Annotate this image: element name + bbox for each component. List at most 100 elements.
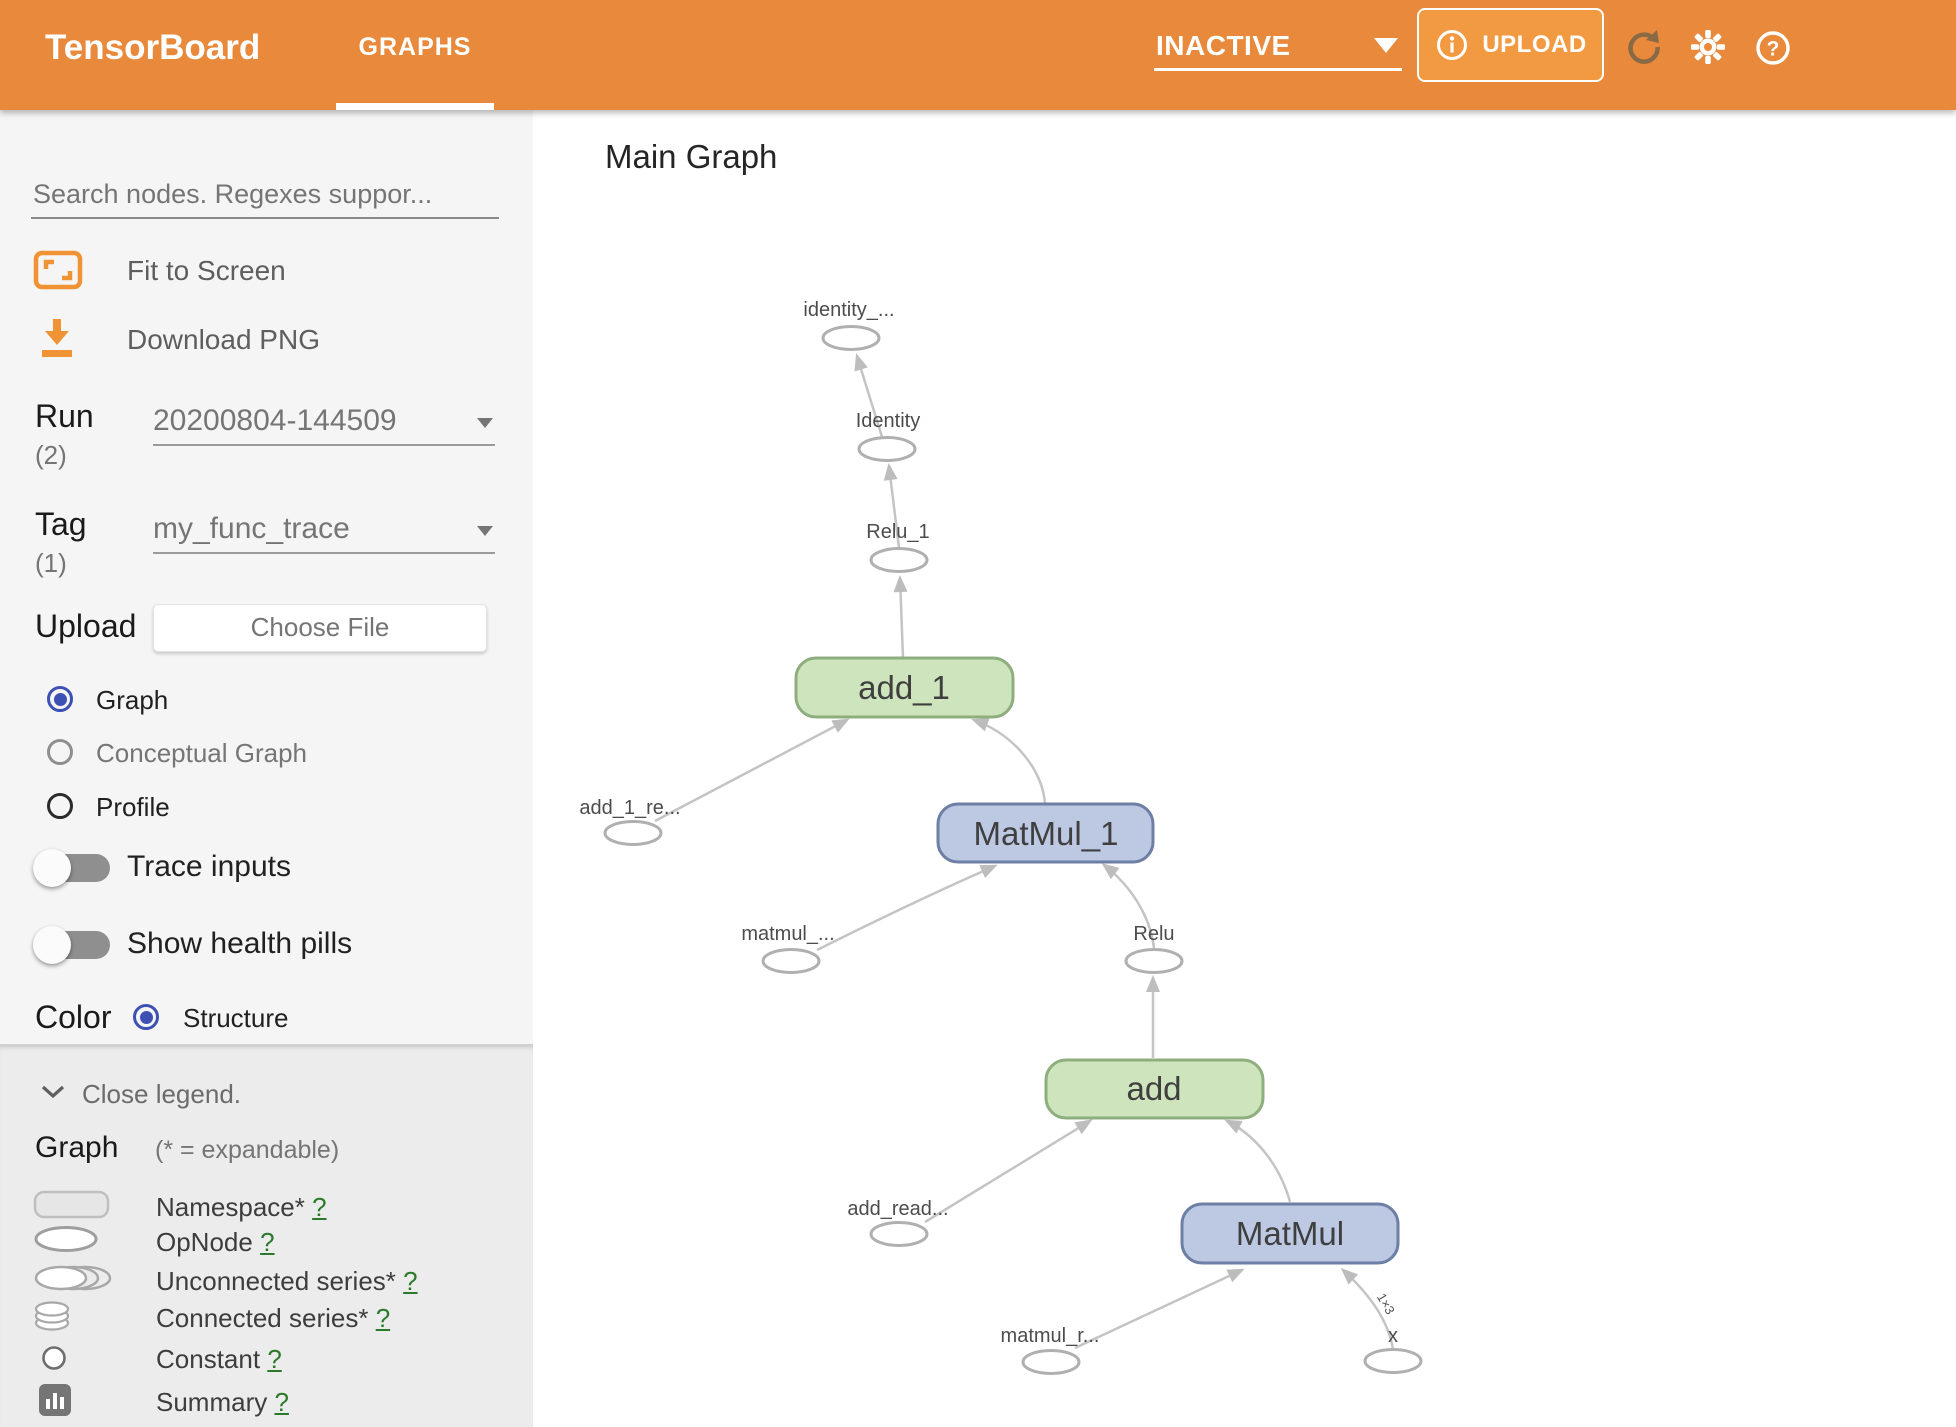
close-legend-button[interactable]: Close legend. <box>0 1077 533 1115</box>
legend-item-constant: Constant ? <box>0 1340 533 1378</box>
node-matmul-read[interactable]: matmul_r... <box>1001 1325 1100 1375</box>
svg-text:add_1: add_1 <box>858 669 950 706</box>
edge-add1-read-to-add1 <box>654 718 850 823</box>
node-relu-1[interactable]: Relu_1 <box>866 521 930 573</box>
toggle-knob <box>33 849 71 887</box>
chevron-down-icon <box>41 1085 65 1099</box>
node-x[interactable]: x <box>1363 1325 1423 1374</box>
run-label: Run <box>35 398 94 434</box>
edge-relu1-to-identity <box>883 463 901 549</box>
trace-inputs-toggle[interactable]: Trace inputs <box>0 844 533 890</box>
show-health-pills-toggle[interactable]: Show health pills <box>0 921 533 967</box>
legend-namespace-label: Namespace* <box>156 1192 305 1222</box>
node-add-1-read[interactable]: add_1_re... <box>579 797 681 846</box>
svg-text:MatMul_1: MatMul_1 <box>974 815 1119 852</box>
unconnected-series-icon <box>34 1265 112 1291</box>
svg-text:Relu: Relu <box>1133 923 1174 945</box>
radio-selected-icon <box>47 686 73 712</box>
sidebar: Fit to Screen Download PNG Run (2) 20200… <box>0 110 534 1427</box>
upload-button-label: UPLOAD <box>1482 31 1587 58</box>
refresh-icon[interactable] <box>1625 28 1663 66</box>
download-png-label: Download PNG <box>127 324 320 355</box>
fit-to-screen-icon <box>33 250 83 290</box>
edge-x-to-matmul <box>1340 1267 1395 1350</box>
connected-series-icon <box>34 1301 70 1331</box>
status-dropdown[interactable]: INACTIVE <box>1154 0 1402 72</box>
radio-graph[interactable]: Graph <box>0 685 533 715</box>
legend-item-connected-series: Connected series* ? <box>0 1299 533 1337</box>
status-dropdown-value: INACTIVE <box>1156 30 1291 61</box>
graph-canvas[interactable]: 1×3 identity_... Identity Relu_1 add_1_r… <box>533 110 1956 1426</box>
fit-to-screen-button[interactable]: Fit to Screen <box>0 250 533 290</box>
namespace-help-link[interactable]: ? <box>312 1192 327 1222</box>
tag-count: (1) <box>35 548 67 578</box>
radio-conceptual-graph[interactable]: Conceptual Graph <box>0 738 533 768</box>
trace-inputs-label: Trace inputs <box>127 850 291 883</box>
legend-panel: Close legend. Graph (* = expandable) Nam… <box>0 1044 533 1427</box>
connected-help-link[interactable]: ? <box>375 1303 391 1333</box>
unconnected-help-link[interactable]: ? <box>403 1266 418 1296</box>
opnode-help-link[interactable]: ? <box>260 1227 275 1257</box>
close-legend-label: Close legend. <box>82 1079 241 1109</box>
legend-summary-label: Summary <box>156 1387 268 1417</box>
chevron-down-icon <box>477 526 493 536</box>
run-select-value: 20200804-144509 <box>153 404 397 437</box>
summary-help-link[interactable]: ? <box>274 1387 289 1417</box>
graph-edges: 1×3 <box>654 353 1398 1350</box>
namespace-icon <box>33 1190 110 1219</box>
upload-button[interactable]: UPLOAD <box>1417 8 1604 82</box>
help-icon[interactable]: ? <box>1753 28 1793 68</box>
color-structure-radio[interactable]: Structure <box>86 1003 486 1033</box>
legend-graph-title: Graph <box>35 1131 119 1164</box>
edge-add-read-to-add <box>924 1119 1093 1224</box>
node-identity[interactable]: Identity <box>856 410 920 462</box>
download-png-button[interactable]: Download PNG <box>0 316 533 362</box>
svg-text:Relu_1: Relu_1 <box>866 521 929 543</box>
edge-matmul-read2-to-matmul1 <box>816 864 998 952</box>
constant-help-link[interactable]: ? <box>267 1344 282 1374</box>
edge-matmul-to-add <box>1224 1119 1292 1203</box>
svg-text:matmul_...: matmul_... <box>741 923 834 945</box>
svg-text:identity_...: identity_... <box>803 299 894 321</box>
opnode-icon <box>34 1226 98 1252</box>
tag-select[interactable]: my_func_trace <box>153 508 495 554</box>
svg-text:matmul_r...: matmul_r... <box>1001 1325 1100 1347</box>
chevron-down-icon <box>1374 38 1398 53</box>
node-add[interactable]: add <box>1044 1058 1265 1120</box>
app-header: TensorBoard GRAPHS INACTIVE UPLOAD <box>0 0 1956 110</box>
tab-active-indicator <box>336 103 494 110</box>
search-input[interactable] <box>31 172 499 219</box>
radio-unselected-icon <box>47 739 73 765</box>
svg-text:add: add <box>1126 1070 1181 1107</box>
tag-select-value: my_func_trace <box>153 512 350 545</box>
legend-unconnected-label: Unconnected series* <box>156 1266 396 1296</box>
tag-label: Tag <box>35 506 87 542</box>
node-matmul[interactable]: MatMul <box>1180 1202 1400 1265</box>
legend-opnode-label: OpNode <box>156 1227 253 1257</box>
radio-selected-icon <box>133 1004 159 1030</box>
tab-graphs[interactable]: GRAPHS <box>336 0 494 110</box>
download-icon <box>42 319 72 357</box>
svg-text:MatMul: MatMul <box>1236 1215 1344 1252</box>
run-select[interactable]: 20200804-144509 <box>153 400 495 446</box>
radio-conceptual-label: Conceptual Graph <box>96 738 308 768</box>
constant-icon <box>42 1346 66 1370</box>
edge-shape-label: 1×3 <box>1374 1290 1398 1317</box>
edge-add1-to-relu1 <box>893 575 908 659</box>
svg-text:Identity: Identity <box>856 410 920 432</box>
node-add-1[interactable]: add_1 <box>794 656 1015 719</box>
legend-item-unconnected-series: Unconnected series* ? <box>0 1262 533 1300</box>
node-matmul-1[interactable]: MatMul_1 <box>936 802 1155 864</box>
tensorboard-logo: TensorBoard <box>45 28 261 67</box>
node-add-read[interactable]: add_read... <box>847 1198 949 1247</box>
choose-file-button[interactable]: Choose File <box>153 604 487 652</box>
radio-profile[interactable]: Profile <box>0 792 533 822</box>
legend-constant-label: Constant <box>156 1344 261 1374</box>
node-identity-out[interactable]: identity_... <box>803 299 895 351</box>
legend-connected-label: Connected series* <box>156 1303 369 1333</box>
gear-icon[interactable] <box>1689 28 1727 66</box>
radio-graph-label: Graph <box>96 685 169 715</box>
legend-item-opnode: OpNode ? <box>0 1223 533 1261</box>
node-relu[interactable]: Relu <box>1124 923 1184 974</box>
node-matmul-read2[interactable]: matmul_... <box>741 923 835 974</box>
